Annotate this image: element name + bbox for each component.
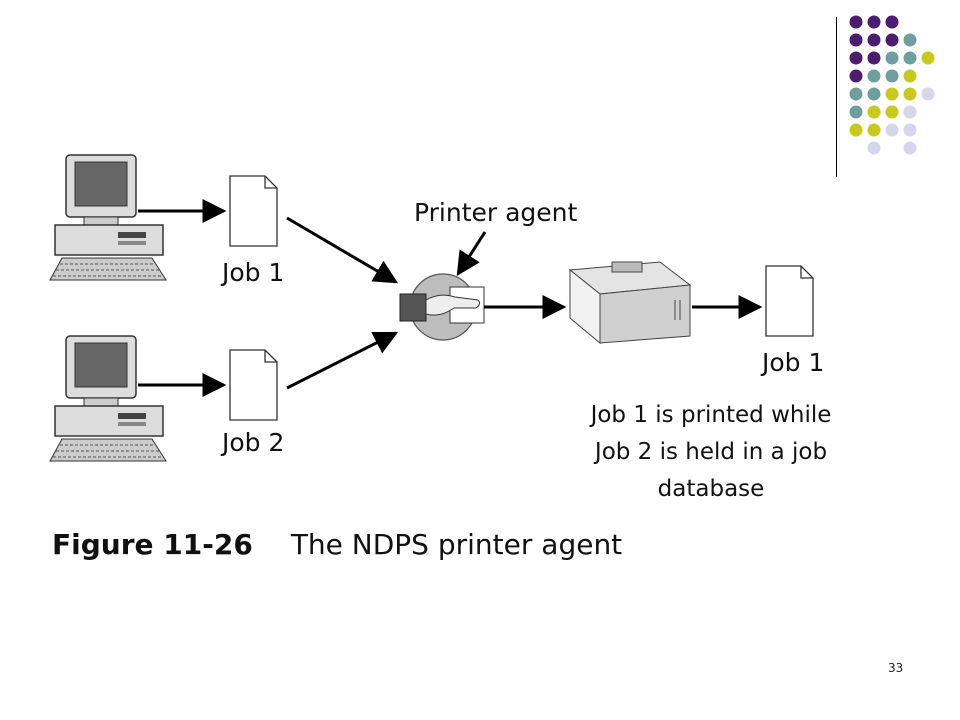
print-description: Job 1 is printed while Job 2 is held in … — [580, 397, 842, 508]
decor-dot — [867, 69, 881, 83]
decor-dot — [921, 87, 935, 101]
page-number: 33 — [888, 661, 904, 675]
job-1-label: Job 1 — [222, 258, 285, 287]
decor-dot — [885, 33, 899, 47]
decor-dot — [849, 33, 863, 47]
arrow-label-to-agent — [456, 231, 487, 277]
decor-dot — [849, 123, 863, 137]
job-2-document-icon — [229, 349, 278, 421]
decor-dot — [903, 123, 917, 137]
decor-dot — [903, 69, 917, 83]
arrow-job1-to-agent — [286, 216, 399, 284]
decor-dot — [903, 51, 917, 65]
output-job-label: Job 1 — [762, 348, 825, 377]
decor-dot — [867, 87, 881, 101]
decor-dot — [867, 33, 881, 47]
decor-dot — [849, 105, 863, 119]
decor-dot — [885, 87, 899, 101]
decor-dot — [867, 15, 881, 29]
computer-2-icon — [49, 335, 167, 462]
decor-dot — [903, 33, 917, 47]
description-line-2: Job 2 is held in a job — [594, 439, 828, 465]
vertical-rule — [836, 17, 837, 177]
description-line-3: database — [657, 476, 765, 502]
decor-dot — [903, 87, 917, 101]
description-line-1: Job 1 is printed while — [590, 402, 832, 428]
figure-title: The NDPS printer agent — [290, 528, 623, 561]
job-2-label: Job 2 — [222, 428, 285, 457]
decor-dot — [885, 105, 899, 119]
decor-dot — [849, 15, 863, 29]
decor-dot — [849, 51, 863, 65]
printer-icon — [568, 261, 692, 345]
decor-dot — [849, 69, 863, 83]
decor-dot — [885, 51, 899, 65]
decor-dot — [849, 87, 863, 101]
decor-dot — [867, 123, 881, 137]
printer-agent-label: Printer agent — [414, 198, 578, 227]
decor-dot — [867, 141, 881, 155]
decor-dot — [885, 15, 899, 29]
decor-dot — [903, 141, 917, 155]
decor-dot — [903, 105, 917, 119]
figure-caption: Figure 11-26 The NDPS printer agent — [52, 528, 622, 561]
output-document-icon — [765, 265, 814, 337]
printer-agent-icon — [399, 273, 485, 341]
computer-1-icon — [49, 154, 167, 281]
arrow-job2-to-agent — [286, 331, 399, 390]
job-1-document-icon — [229, 175, 278, 247]
decor-dot — [867, 51, 881, 65]
decor-dot — [867, 105, 881, 119]
figure-number: Figure 11-26 — [52, 528, 253, 561]
decorative-dot-grid — [849, 15, 935, 155]
decor-dot — [885, 69, 899, 83]
decor-dot — [885, 123, 899, 137]
decor-dot — [921, 51, 935, 65]
